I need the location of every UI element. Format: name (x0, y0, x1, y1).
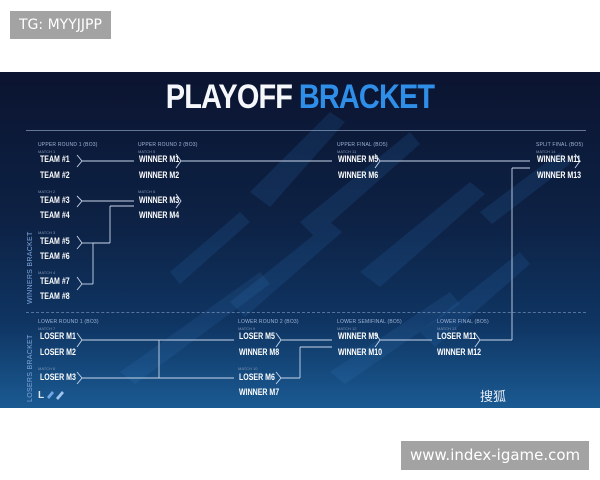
team-slot: TEAM #1 (40, 154, 70, 164)
team-slot: WINNER M9 (338, 331, 379, 341)
match-label: MATCH 3 (38, 230, 56, 235)
match-label: MATCH 1 (38, 149, 56, 154)
team-slot: TEAM #7 (40, 276, 70, 286)
match-label: MATCH 12 (337, 326, 357, 331)
round-label-upper-r2: UPPER ROUND 2 (BO3) (138, 142, 198, 148)
round-label-lower-final: LOWER FINAL (BO5) (437, 319, 489, 325)
team-slot: TEAM #3 (40, 195, 70, 205)
team-slot: LOSER M11 (437, 331, 477, 341)
winners-bracket-label: WINNERS BRACKET (27, 231, 34, 304)
team-slot: LOSER M6 (239, 372, 275, 382)
team-slot: WINNER M13 (537, 170, 582, 180)
team-slot: TEAM #4 (40, 210, 70, 220)
match-label: MATCH 13 (437, 326, 457, 331)
match-label: MATCH 5 (138, 149, 156, 154)
match-label: MATCH 6 (138, 189, 156, 194)
team-slot: WINNER M11 (537, 154, 581, 164)
team-slot: WINNER M10 (338, 347, 383, 357)
team-slot: WINNER M8 (239, 347, 280, 357)
divider-top (26, 130, 586, 131)
title-bracket: BRACKET (298, 78, 435, 116)
round-label-lower-r1: LOWER ROUND 1 (BO3) (38, 319, 99, 325)
match-label: MATCH 8 (38, 366, 56, 371)
match-label: MATCH 2 (38, 189, 56, 194)
svg-text:L: L (38, 390, 44, 400)
team-slot: LOSER M5 (239, 331, 275, 341)
match-label: MATCH 4 (38, 270, 56, 275)
sohu-watermark: 搜狐 (479, 390, 506, 405)
round-label-lower-r2: LOWER ROUND 2 (BO3) (238, 319, 299, 325)
match-label: MATCH 10 (238, 366, 258, 371)
match-label: MATCH 14 (536, 149, 556, 154)
match-label: MATCH 11 (337, 149, 357, 154)
team-slot: WINNER M2 (139, 170, 180, 180)
team-slot: WINNER M3 (139, 195, 180, 205)
team-slot: LOSER M2 (40, 347, 76, 357)
losers-bracket-label: LOSERS BRACKET (27, 334, 34, 402)
team-slot: WINNER M5 (338, 154, 379, 164)
round-label-upper-final: UPPER FINAL (BO5) (337, 142, 388, 148)
team-slot: TEAM #2 (40, 170, 70, 180)
telegram-tag: TG: MYYJJPP (10, 11, 111, 39)
team-slot: LOSER M1 (40, 331, 76, 341)
team-slot: WINNER M7 (239, 387, 280, 397)
team-slot: WINNER M1 (139, 154, 180, 164)
team-slot: WINNER M12 (437, 347, 482, 357)
team-slot: WINNER M6 (338, 170, 379, 180)
team-slot: LOSER M3 (40, 372, 76, 382)
website-tag: www.index-igame.com (401, 441, 590, 470)
round-label-upper-r1: UPPER ROUND 1 (BO3) (38, 142, 98, 148)
background-streaks (120, 112, 570, 384)
team-slot: TEAM #6 (40, 251, 70, 261)
round-label-lower-semi: LOWER SEMIFINAL (BO5) (337, 319, 402, 325)
team-slot: TEAM #8 (40, 291, 70, 301)
title-playoff: PLAYOFF (165, 78, 293, 116)
team-slot: WINNER M4 (139, 210, 180, 220)
league-logo-icon: L (38, 390, 64, 400)
match-label: MATCH 7 (38, 326, 56, 331)
match-label: MATCH 9 (238, 326, 256, 331)
team-slot: TEAM #5 (40, 236, 70, 246)
round-label-split-final: SPLIT FINAL (BO5) (536, 142, 584, 148)
divider-middle (26, 312, 586, 313)
